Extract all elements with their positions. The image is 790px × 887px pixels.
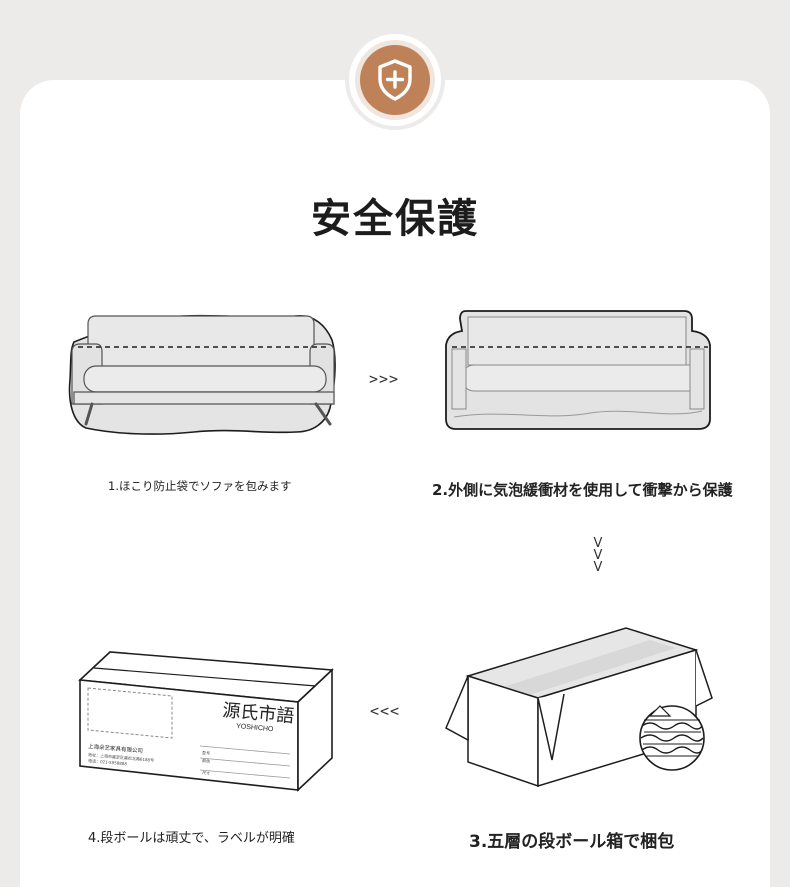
box-brand-sub-text: YOSHICHO (236, 723, 274, 733)
five-layer-carton-illustration (445, 627, 713, 788)
arrow-right: >>> (369, 370, 400, 388)
box-spec-label-2: 颜色 (202, 757, 210, 764)
step-1-caption: 1.ほこり防止袋でソファを包みます (108, 479, 292, 493)
bubble-wrap-illustration (445, 310, 711, 430)
badge (349, 34, 441, 126)
step-2-caption: 2.外側に気泡緩衝材を使用して衝撃から保護 (432, 481, 733, 499)
page-title: 安全保護 (311, 196, 479, 242)
box-address-text: 地址：上海市嘉定区嘉松北路6188号 (88, 751, 154, 763)
box-spec-label-3: 尺寸 (202, 769, 210, 776)
arrow-left: <<< (370, 702, 401, 720)
step-3-caption: 3.五層の段ボール箱で梱包 (469, 832, 675, 852)
arrow-down: V V V (593, 536, 603, 575)
labeled-carton-illustration: 源氏市語 YOSHICHO 上海朵艺家具有限公司 地址：上海市嘉定区嘉松北路61… (78, 651, 334, 792)
step-4-caption: 4.段ボールは頑丈で、ラベルが明確 (88, 831, 295, 846)
box-spec-label-1: 型号 (202, 749, 210, 756)
box-phone-text: 电话：021-5958888 (88, 757, 128, 766)
shield-plus-icon (378, 59, 412, 101)
sofa-dust-bag-illustration (68, 314, 336, 435)
